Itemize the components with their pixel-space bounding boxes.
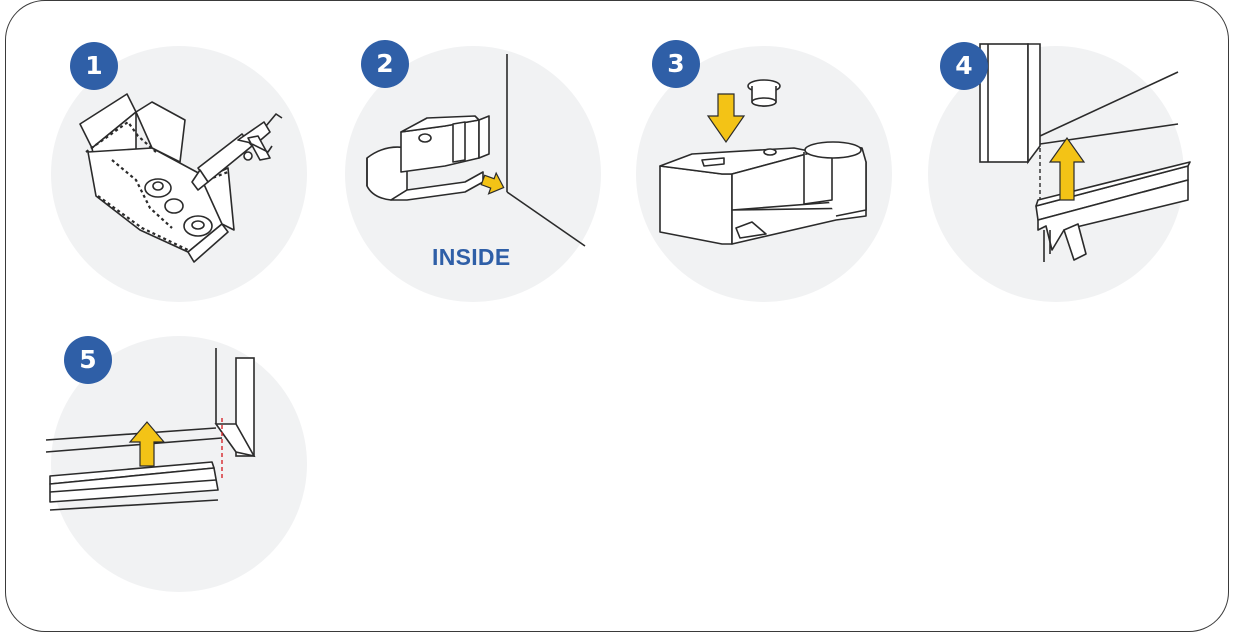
step-5: 5 bbox=[46, 334, 308, 548]
step-5-badge: 5 bbox=[64, 336, 112, 384]
step-4: 4 bbox=[928, 40, 1190, 302]
step-1: 1 bbox=[52, 40, 312, 302]
step-3-badge: 3 bbox=[652, 40, 700, 88]
step-2-badge: 2 bbox=[361, 40, 409, 88]
inside-label: INSIDE bbox=[432, 244, 510, 271]
step-2: 2 INSIDE bbox=[345, 40, 605, 302]
step-1-badge: 1 bbox=[70, 42, 118, 90]
step-3: 3 bbox=[636, 40, 898, 302]
step-4-badge: 4 bbox=[940, 42, 988, 90]
